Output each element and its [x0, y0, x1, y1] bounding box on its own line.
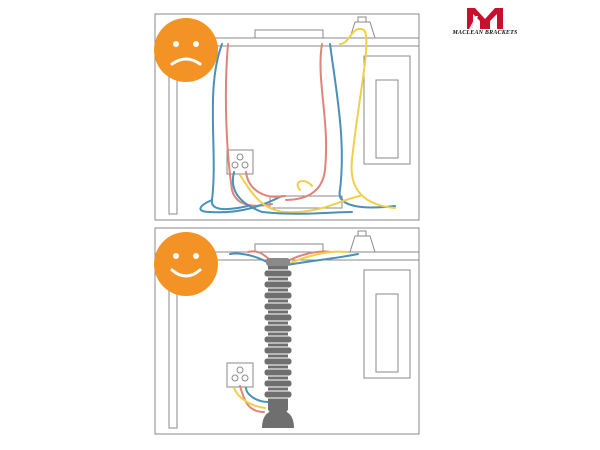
after-drawer-front: [375, 293, 399, 373]
after-socket-hole: [241, 374, 249, 382]
maclean-m-logo-icon: [467, 8, 503, 29]
before-socket-hole: [236, 153, 244, 161]
after-socket-hole: [231, 374, 239, 382]
before-cables: [199, 27, 396, 215]
before-drawer-cabinet: [363, 55, 411, 165]
after-power-strip-top: [254, 243, 324, 253]
after-panel-frame: [154, 227, 420, 435]
before-power-strip-top: [254, 29, 324, 39]
before-socket-hole: [231, 161, 239, 169]
cable-spine: [262, 258, 294, 428]
after-desk-top: [214, 251, 420, 261]
after-drawer-cabinet: [363, 269, 411, 379]
after-lamp-base: [349, 235, 376, 253]
brand-logo: [467, 8, 503, 29]
before-drawer-front: [375, 79, 399, 159]
sad-face-icon: [154, 18, 218, 82]
happy-face-icon: [154, 232, 218, 296]
before-socket-hole: [241, 161, 249, 169]
after-cables: [229, 250, 359, 413]
brand-name: MACLEAN BRACKETS: [452, 30, 518, 36]
after-socket-hole: [236, 366, 244, 374]
before-panel-frame: [154, 13, 420, 221]
